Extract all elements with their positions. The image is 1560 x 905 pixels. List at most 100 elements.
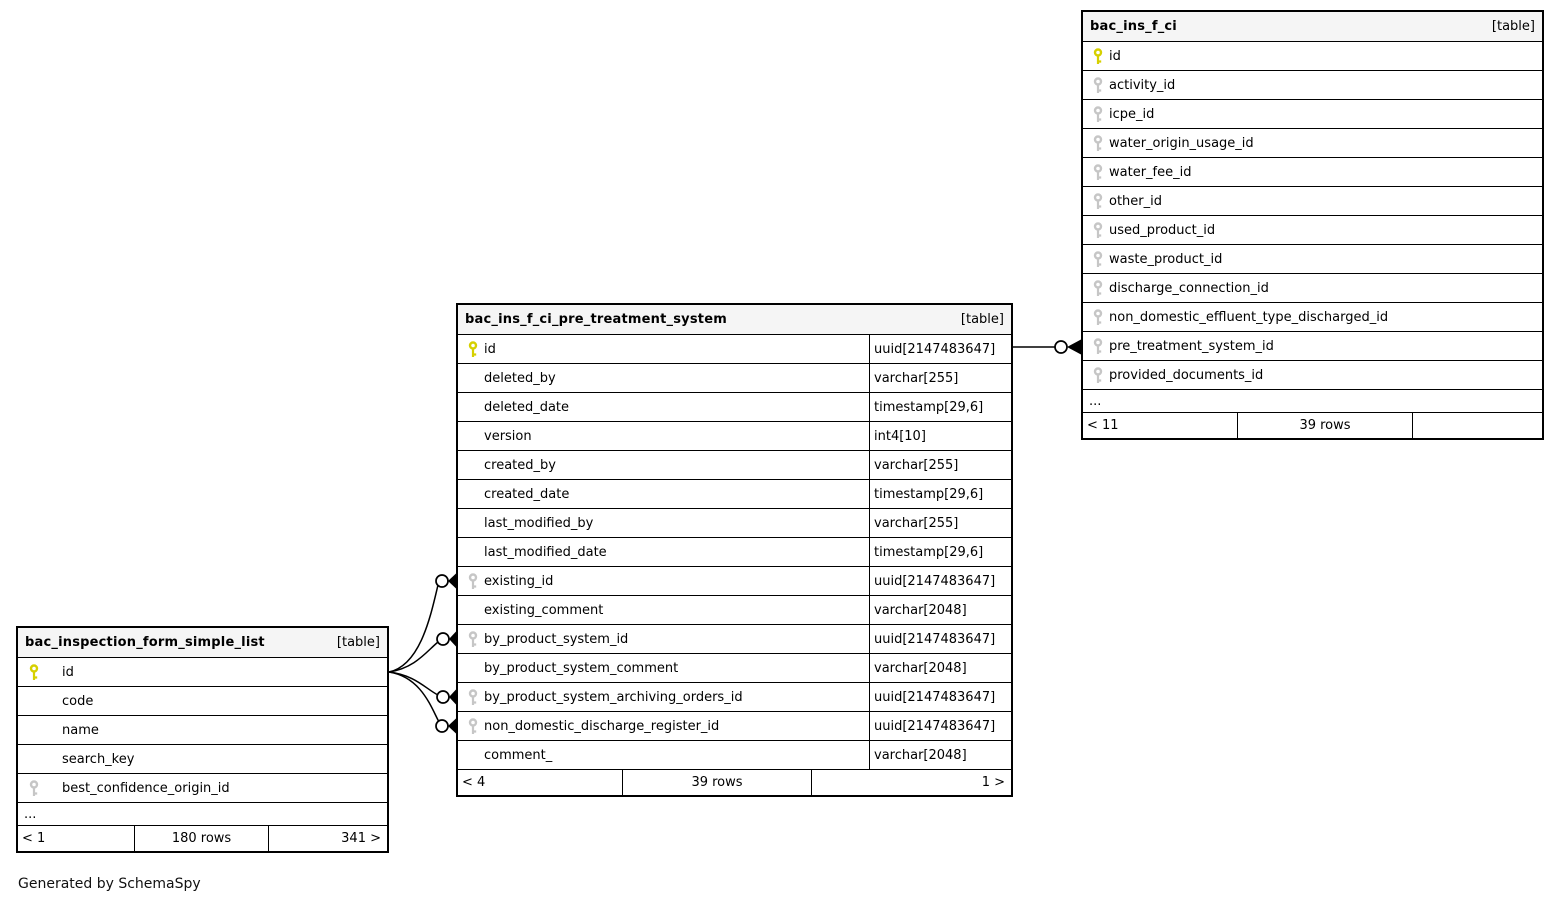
foreign-key-icon [1083,366,1109,384]
table-header[interactable]: bac_ins_f_ci [table] [1083,12,1542,42]
column-type: uuid[2147483647] [869,335,1011,363]
foreign-key-icon [1083,279,1109,297]
more-columns-ellipsis: ... [1083,390,1542,413]
column-type: uuid[2147483647] [869,683,1011,711]
primary-key-icon [1083,47,1109,65]
footer-children-count: < 4 [462,775,486,790]
entity-table-bac-ins-f-ci[interactable]: bac_ins_f_ci [table] id activity_id icpe… [1081,10,1544,440]
column-type: timestamp[29,6] [869,538,1011,566]
column-name: used_product_id [1109,222,1216,238]
column-name: created_by [484,457,556,473]
column-name: other_id [1109,193,1162,209]
table-tag: [table] [1491,19,1535,34]
key-icon-placeholder [18,751,62,768]
column-name: provided_documents_id [1109,367,1264,383]
more-columns-ellipsis: ... [18,803,387,826]
column-name: id [1109,48,1121,64]
relationship-pre-treatment-system-id [1013,339,1081,355]
column-name: last_modified_by [484,515,594,531]
table-footer: < 1 180 rows 341 > [18,826,387,851]
column-type: int4[10] [869,422,1011,450]
column-type: varchar[2048] [869,654,1011,682]
table-row: non_domestic_discharge_register_id uuid[… [458,712,1011,741]
column-name: activity_id [1109,77,1176,93]
column-name: water_fee_id [1109,164,1192,180]
footer-children-count: < 1 [22,831,46,846]
foreign-key-icon [1083,250,1109,268]
entity-table-bac-ins-f-ci-pre-treatment-system[interactable]: bac_ins_f_ci_pre_treatment_system [table… [456,303,1013,797]
table-row: last_modified_date timestamp[29,6] [458,538,1011,567]
entity-table-bac-inspection-form-simple-list[interactable]: bac_inspection_form_simple_list [table] … [16,626,389,853]
table-row: waste_product_id [1083,245,1542,274]
relationship-existing-id [388,573,456,673]
table-title: bac_ins_f_ci_pre_treatment_system [465,312,727,327]
foreign-key-icon [1083,308,1109,326]
footer-row-count: 39 rows [1237,413,1413,438]
column-type: timestamp[29,6] [869,480,1011,508]
table-row: discharge_connection_id [1083,274,1542,303]
table-footer: < 11 39 rows [1083,413,1542,438]
foreign-key-icon [1083,192,1109,210]
table-row: activity_id [1083,71,1542,100]
column-type: uuid[2147483647] [869,567,1011,595]
table-row: last_modified_by varchar[255] [458,509,1011,538]
relationship-non-domestic-discharge-register-id [388,671,456,734]
table-header[interactable]: bac_ins_f_ci_pre_treatment_system [table… [458,305,1011,335]
foreign-key-icon [458,688,484,706]
key-icon-placeholder [18,722,62,739]
column-name: existing_comment [484,602,604,618]
key-icon-placeholder [458,660,484,677]
key-icon-placeholder [458,370,484,387]
foreign-key-icon [458,572,484,590]
column-name: discharge_connection_id [1109,280,1269,296]
column-name: id [62,664,74,680]
column-type: uuid[2147483647] [869,712,1011,740]
column-name: non_domestic_effluent_type_discharged_id [1109,309,1389,325]
column-name: deleted_by [484,370,556,386]
column-type: uuid[2147483647] [869,625,1011,653]
footer-parents-count [1413,413,1542,438]
table-tag: [table] [960,312,1004,327]
table-row: by_product_system_comment varchar[2048] [458,654,1011,683]
column-name: by_product_system_archiving_orders_id [484,689,743,705]
column-type: varchar[255] [869,364,1011,392]
table-row: version int4[10] [458,422,1011,451]
table-row: provided_documents_id [1083,361,1542,390]
table-row: water_origin_usage_id [1083,129,1542,158]
column-name: id [484,341,496,357]
column-type: varchar[255] [869,509,1011,537]
table-row: name [18,716,387,745]
foreign-key-icon [18,779,62,797]
foreign-key-icon [1083,221,1109,239]
key-icon-placeholder [458,399,484,416]
table-title: bac_ins_f_ci [1090,19,1177,34]
column-type: varchar[2048] [869,596,1011,624]
relationship-by-product-system-archiving-orders-id [388,671,456,705]
column-type: varchar[2048] [869,741,1011,769]
key-icon-placeholder [18,693,62,710]
table-row: other_id [1083,187,1542,216]
column-type: varchar[255] [869,451,1011,479]
column-name: icpe_id [1109,106,1155,122]
column-name: last_modified_date [484,544,607,560]
primary-key-icon [18,663,62,681]
table-row: created_date timestamp[29,6] [458,480,1011,509]
footer-parents-count: 341 > [341,831,381,846]
table-row: id uuid[2147483647] [458,335,1011,364]
table-row: comment_ varchar[2048] [458,741,1011,770]
table-row: best_confidence_origin_id [18,774,387,803]
table-row: by_product_system_archiving_orders_id uu… [458,683,1011,712]
key-icon-placeholder [458,515,484,532]
foreign-key-icon [1083,76,1109,94]
column-name: waste_product_id [1109,251,1223,267]
table-row: water_fee_id [1083,158,1542,187]
key-icon-placeholder [458,544,484,561]
table-row: icpe_id [1083,100,1542,129]
column-name: search_key [62,751,135,767]
table-title: bac_inspection_form_simple_list [25,635,265,650]
column-name: water_origin_usage_id [1109,135,1254,151]
table-header[interactable]: bac_inspection_form_simple_list [table] [18,628,387,658]
footer-row-count: 180 rows [134,826,269,851]
column-name: created_date [484,486,570,502]
column-name: code [62,693,94,709]
